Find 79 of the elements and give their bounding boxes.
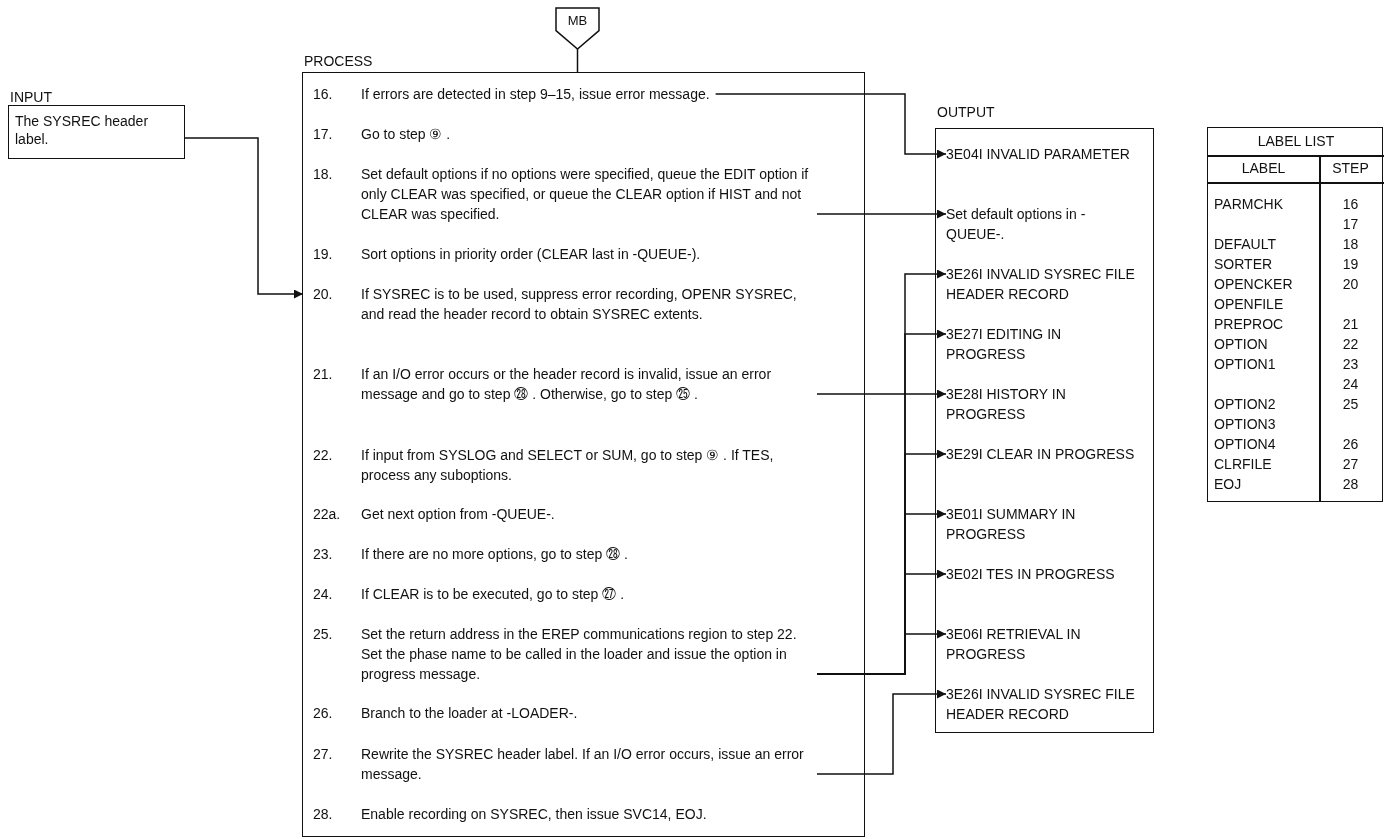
step-text: Set the return address in the EREP communications region to step 22. Set the phase name to be called in the loader and issue the option in progress message. — [361, 625, 798, 684]
arrow — [714, 93, 947, 159]
step-number: 26. — [313, 704, 334, 723]
off-page-connector: MB — [555, 7, 600, 50]
step-text: If CLEAR is to be executed, go to step ㉗ . — [361, 585, 625, 604]
step-reference: 21 — [1341, 315, 1360, 334]
step-reference: 16 — [1341, 195, 1360, 214]
step-text: If SYSREC is to be used, suppress error recording, OPENR SYSREC, and read the header record to obtain SYSREC extents. — [361, 285, 798, 324]
table-header: LABEL — [1240, 159, 1287, 178]
step-number: 18. — [313, 165, 334, 184]
step-text: Sort options in priority order (CLEAR last in -QUEUE-). — [361, 245, 701, 264]
step-text: If input from SYSLOG and SELECT or SUM, go to step ⑨ . If TES, process any suboptions. — [361, 446, 775, 485]
step-text: Go to step ⑨ . — [361, 125, 451, 144]
step-reference: 23 — [1341, 355, 1360, 374]
output-message: 3E27I EDITING IN PROGRESS — [946, 324, 1141, 364]
output-message: 3E04I INVALID PARAMETER — [946, 144, 1141, 164]
step-number: 20. — [313, 285, 334, 304]
step-number: 19. — [313, 245, 334, 264]
step-reference: 20 — [1341, 275, 1360, 294]
output-message: 3E26I INVALID SYSREC FILE HEADER RECORD — [946, 684, 1141, 724]
step-number: 24. — [313, 585, 334, 604]
connector-line — [576, 48, 579, 73]
step-text: If errors are detected in step 9–15, issue error message. — [361, 85, 710, 104]
step-reference: 19 — [1341, 255, 1360, 274]
section-heading: PROCESS — [304, 53, 373, 69]
label-name: PARMCHK — [1214, 195, 1283, 214]
step-reference: 27 — [1341, 455, 1360, 474]
label-name: OPTION4 — [1214, 435, 1276, 454]
table-header: LABEL LIST — [1256, 132, 1336, 151]
step-reference: 26 — [1341, 435, 1360, 454]
step-text: Get next option from -QUEUE-. — [361, 505, 555, 524]
arrow — [816, 689, 947, 775]
label-name: EOJ — [1214, 475, 1242, 494]
label-name: OPTION3 — [1214, 415, 1276, 434]
step-reference: 24 — [1341, 375, 1360, 394]
step-number: 21. — [313, 365, 334, 384]
label-name: OPENCKER — [1214, 275, 1293, 294]
output-message: 3E06I RETRIEVAL IN PROGRESS — [946, 624, 1141, 664]
step-reference: 28 — [1341, 475, 1360, 494]
label-name: OPTION1 — [1214, 355, 1276, 374]
section-heading: INPUT — [10, 89, 52, 105]
arrow — [816, 209, 947, 219]
output-message: Set default options in -QUEUE-. — [946, 204, 1141, 244]
step-number: 16. — [313, 85, 334, 104]
step-reference: 25 — [1341, 395, 1360, 414]
step-number: 23. — [313, 545, 334, 564]
arrow — [816, 269, 947, 395]
step-number: 27. — [313, 745, 334, 764]
label-name: OPTION — [1214, 335, 1268, 354]
output-message: 3E26I INVALID SYSREC FILE HEADER RECORD — [946, 264, 1141, 304]
step-number: 22a. — [313, 505, 342, 524]
arrow — [184, 137, 304, 299]
step-text: Set default options if no options were specified, queue the EDIT option if only CLEAR was specified, or queue the CLEAR option if HIST and not CLEAR was specified. — [361, 165, 810, 224]
step-text: Enable recording on SYSREC, then issue SVC14, EOJ. — [361, 805, 707, 824]
step-reference: 17 — [1341, 215, 1360, 234]
label-name: PREPROC — [1214, 315, 1284, 334]
arrow — [816, 629, 947, 675]
output-message: 3E01I SUMMARY IN PROGRESS — [946, 504, 1141, 544]
step-number: 25. — [313, 625, 334, 644]
label-name: CLRFILE — [1214, 455, 1272, 474]
step-reference: 18 — [1341, 235, 1360, 254]
section-heading: OUTPUT — [937, 104, 995, 120]
output-message: 3E29I CLEAR IN PROGRESS — [946, 444, 1141, 464]
step-number: 22. — [313, 446, 334, 465]
step-number: 28. — [313, 805, 334, 824]
step-text: Branch to the loader at -LOADER-. — [361, 704, 578, 723]
table-header: STEP — [1331, 159, 1370, 178]
output-message: 3E02I TES IN PROGRESS — [946, 564, 1141, 584]
label-name: DEFAULT — [1214, 235, 1276, 254]
step-reference: 22 — [1341, 335, 1360, 354]
step-text: If an I/O error occurs or the header record is invalid, issue an error message and go to step ㉘ . Otherwise, go to step ㉕ . — [361, 365, 773, 404]
label-name: OPENFILE — [1214, 295, 1284, 314]
step-text: Rewrite the SYSREC header label. If an I/O error occurs, issue an error message. — [361, 745, 805, 784]
label-name: SORTER — [1214, 255, 1273, 274]
label-name: OPTION2 — [1214, 395, 1276, 414]
input-description: The SYSREC header label. — [15, 112, 150, 148]
step-text: If there are no more options, go to step ㉘ . — [361, 545, 628, 564]
output-message: 3E28I HISTORY IN PROGRESS — [946, 384, 1141, 424]
step-number: 17. — [313, 125, 334, 144]
